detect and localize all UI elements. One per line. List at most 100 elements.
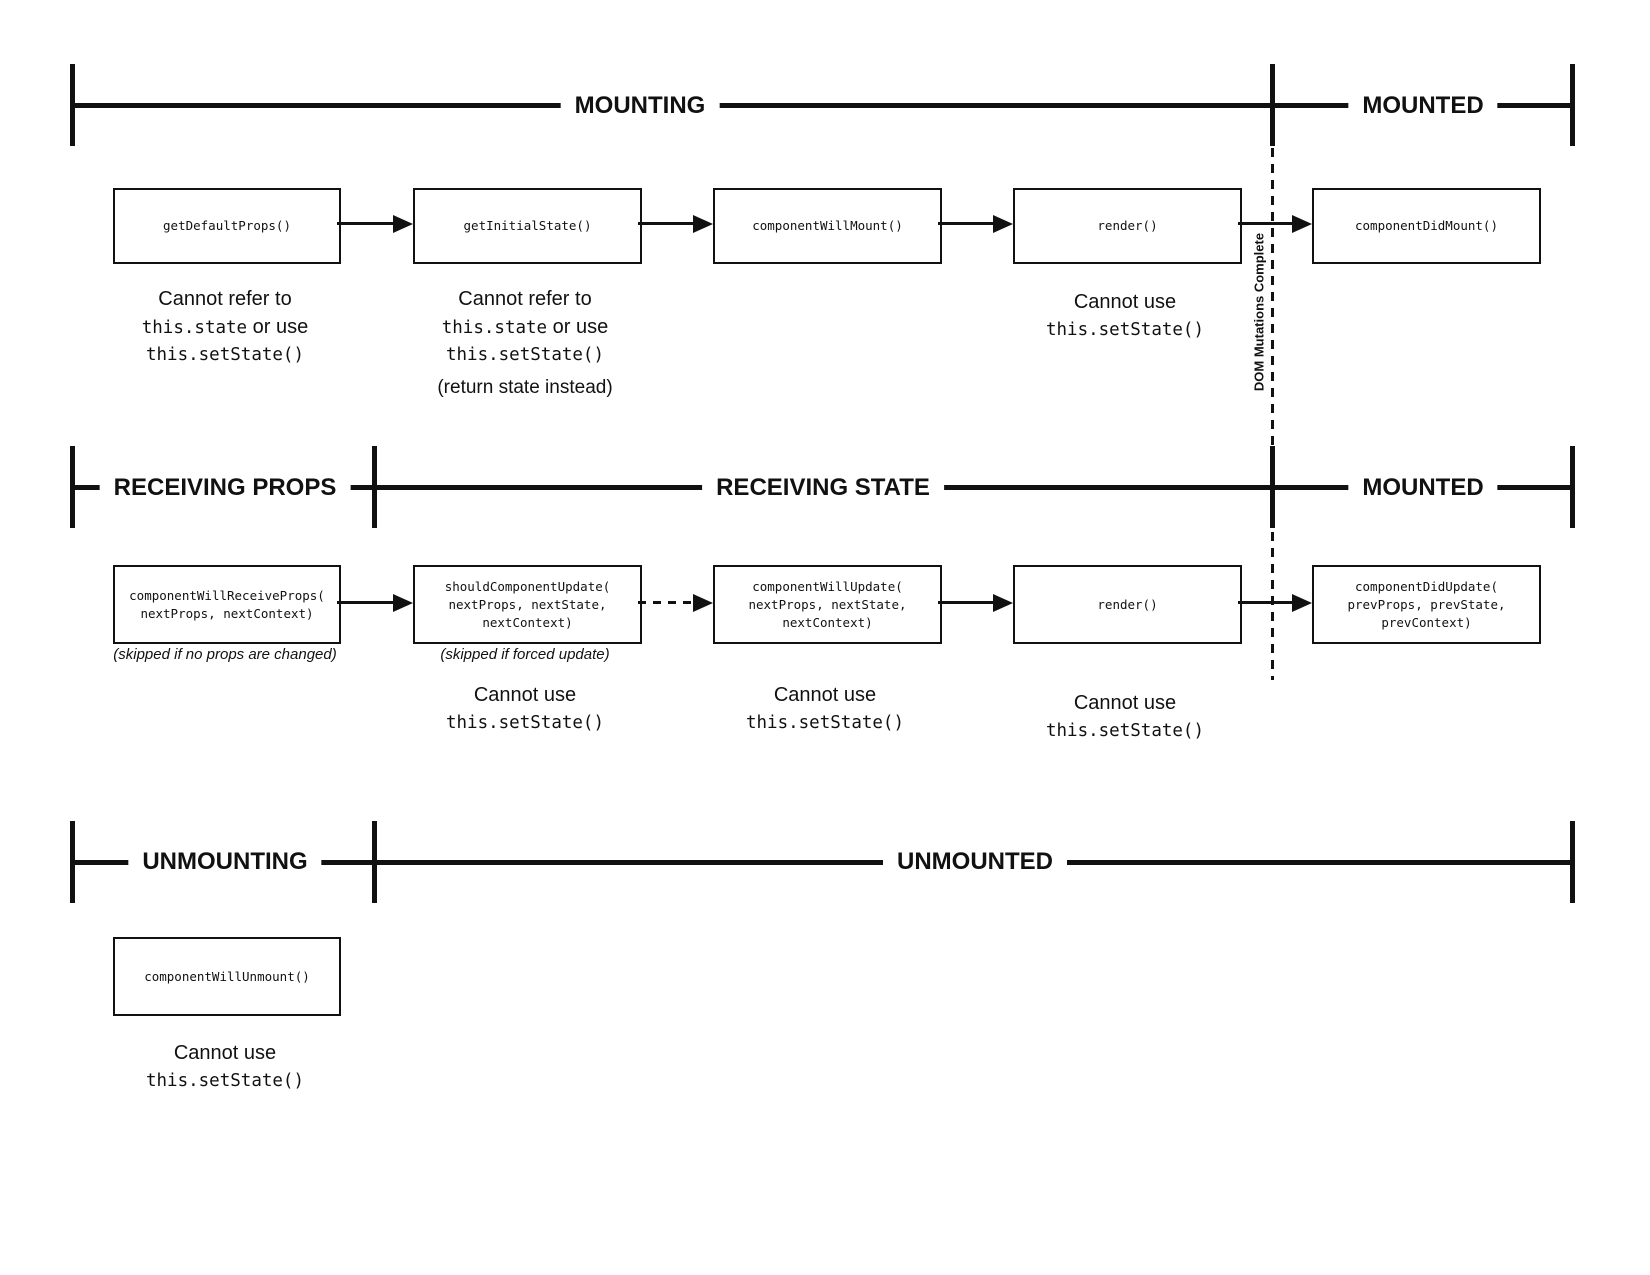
arrow-head — [1292, 215, 1312, 233]
note-line: this.setState() — [955, 317, 1295, 344]
box-render-mounting: render() — [1013, 188, 1242, 264]
box-label: componentWillUnmount() — [144, 968, 310, 984]
box-componentdidupdate: componentDidUpdate( prevProps, prevState… — [1312, 565, 1541, 644]
note-text-mono: this.setState() — [145, 1071, 305, 1091]
box-label: render() — [1097, 218, 1158, 233]
note-line: this.setState() — [355, 710, 695, 737]
box-label: componentDidMount() — [1355, 218, 1498, 233]
note-text-mono: this.setState() — [745, 713, 905, 733]
note-line: this.setState() — [955, 718, 1295, 745]
arrow-shaft — [337, 601, 395, 604]
arrow-shaft — [938, 601, 995, 604]
note-cannot-use-render2: Cannot use this.setState() — [955, 690, 1295, 745]
box-label: nextContext) — [482, 614, 573, 630]
note-text-mono: this.setState() — [445, 345, 605, 365]
timeline-tick — [70, 821, 75, 903]
phase-label-receiving-props: RECEIVING PROPS — [99, 474, 351, 502]
arrow-shaft — [1238, 222, 1294, 225]
box-componentwillupdate: componentWillUpdate( nextProps, nextStat… — [713, 565, 942, 644]
note-cannot-refer-getinitialstate: Cannot refer to this.state or use this.s… — [355, 286, 695, 369]
arrow-head — [393, 594, 413, 612]
note-line: this.setState() — [355, 342, 695, 369]
note-text-mono: this.state — [141, 318, 248, 338]
box-componentwillreceiveprops: componentWillReceiveProps( nextProps, ne… — [113, 565, 341, 644]
note-text-sans: Cannot refer to — [158, 288, 292, 310]
note-line: this.state or use — [355, 314, 695, 342]
note-text-sans: Cannot use — [173, 1042, 277, 1064]
note-line: Cannot use — [355, 682, 695, 710]
box-label: getInitialState() — [463, 218, 592, 233]
note-text-mono: this.setState() — [1045, 320, 1205, 340]
box-label: render() — [1097, 596, 1158, 612]
arrow-shaft-dashed — [638, 601, 695, 604]
note-text-sans: Cannot use — [473, 684, 577, 706]
note-text-mono: this.setState() — [145, 345, 305, 365]
arrow-shaft — [938, 222, 995, 225]
note-cannot-use-componentwillunmount: Cannot use this.setState() — [55, 1040, 395, 1095]
box-render-updating: render() — [1013, 565, 1242, 644]
box-label: componentDidUpdate( — [1355, 578, 1498, 594]
note-text-mono: this.state — [441, 318, 548, 338]
timeline-tick — [372, 821, 377, 903]
note-line: Cannot use — [655, 682, 995, 710]
note-line: this.setState() — [55, 1068, 395, 1095]
note-text-mono: this.setState() — [445, 713, 605, 733]
note-cannot-use-render1: Cannot use this.setState() — [955, 289, 1295, 344]
box-label: prevContext) — [1381, 614, 1472, 630]
box-label: shouldComponentUpdate( — [444, 578, 611, 594]
note-text-sans: Cannot refer to — [458, 288, 592, 310]
box-label: getDefaultProps() — [163, 218, 291, 233]
box-label: prevProps, prevState, — [1347, 596, 1506, 612]
box-shouldcomponentupdate: shouldComponentUpdate( nextProps, nextSt… — [413, 565, 642, 644]
phase-label-mounting: MOUNTING — [560, 92, 720, 120]
dom-mutations-dashed-line — [1271, 148, 1274, 680]
note-text-sans: Cannot use — [1073, 291, 1177, 313]
note-return-state-instead: (return state instead) — [437, 377, 613, 398]
note-line: Cannot use — [955, 690, 1295, 718]
note-cannot-refer-getdefaultprops: Cannot refer to this.state or use this.s… — [55, 286, 395, 369]
phase-label-mounted-2: MOUNTED — [1348, 474, 1498, 502]
timeline-tick — [70, 64, 75, 146]
arrow-head — [693, 594, 713, 612]
phase-label-mounted-1: MOUNTED — [1348, 92, 1498, 120]
note-text-mono: this.setState() — [1045, 721, 1205, 741]
box-label: componentWillReceiveProps( — [129, 587, 325, 603]
phase-label-receiving-state: RECEIVING STATE — [702, 474, 944, 502]
arrow-shaft — [1238, 601, 1294, 604]
timeline-tick — [1570, 446, 1575, 528]
box-getinitialstate: getInitialState() — [413, 188, 642, 264]
timeline-tick — [70, 446, 75, 528]
note-line: this.setState() — [55, 342, 395, 369]
arrow-shaft — [337, 222, 395, 225]
note-line: this.state or use — [55, 314, 395, 342]
box-label: nextProps, nextState, — [448, 596, 607, 612]
note-line: Cannot use — [955, 289, 1295, 317]
arrow-head — [693, 215, 713, 233]
note-cannot-use-shouldcomponentupdate: Cannot use this.setState() — [355, 682, 695, 737]
note-skipped-no-props: (skipped if no props are changed) — [113, 646, 337, 663]
arrow-shaft — [638, 222, 695, 225]
note-line: Cannot refer to — [55, 286, 395, 314]
note-line: Cannot refer to — [355, 286, 695, 314]
phase-label-unmounted: UNMOUNTED — [883, 848, 1067, 876]
box-getdefaultprops: getDefaultProps() — [113, 188, 341, 264]
note-text-sans: Cannot use — [1073, 692, 1177, 714]
phase-label-unmounting: UNMOUNTING — [128, 848, 322, 876]
arrow-head — [993, 215, 1013, 233]
arrow-head — [1292, 594, 1312, 612]
arrow-head — [393, 215, 413, 233]
box-label: componentWillUpdate( — [752, 578, 903, 594]
arrow-head — [993, 594, 1013, 612]
box-componentwillunmount: componentWillUnmount() — [113, 937, 341, 1016]
note-skipped-forced: (skipped if forced update) — [440, 646, 610, 663]
box-label: nextContext) — [782, 614, 873, 630]
note-line: this.setState() — [655, 710, 995, 737]
note-cannot-use-componentwillupdate: Cannot use this.setState() — [655, 682, 995, 737]
box-componentwillmount: componentWillMount() — [713, 188, 942, 264]
note-text-sans: Cannot use — [773, 684, 877, 706]
box-label: componentWillMount() — [752, 218, 903, 233]
box-label: nextProps, nextState, — [748, 596, 907, 612]
note-line: Cannot use — [55, 1040, 395, 1068]
note-text-sans: or use — [547, 316, 609, 338]
